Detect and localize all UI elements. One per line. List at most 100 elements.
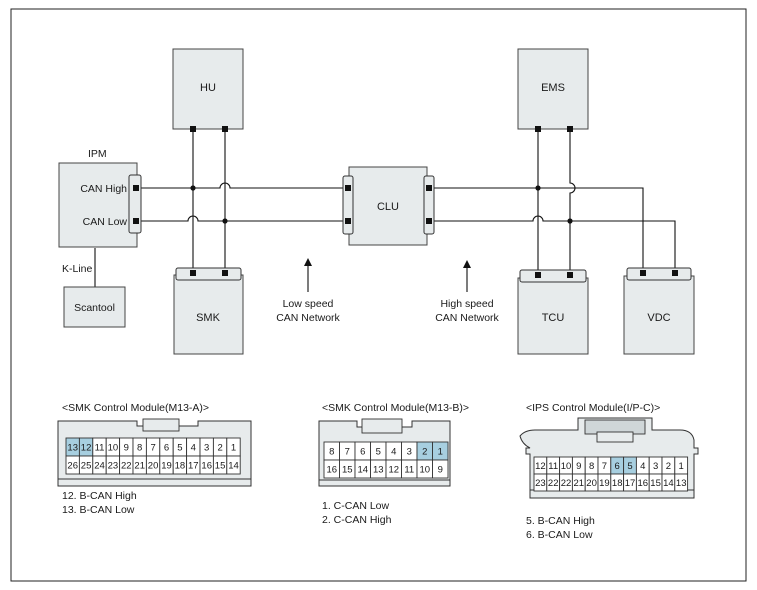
connector-pin-number: 20 xyxy=(148,461,159,472)
clu-pin xyxy=(345,185,351,191)
connector-pin-number: 17 xyxy=(188,461,199,472)
connector-pin-number: 11 xyxy=(404,465,414,476)
high-speed-arrow-head xyxy=(463,260,471,268)
connector-pin-number: 4 xyxy=(640,461,645,472)
connector-pin-number: 7 xyxy=(150,443,155,454)
vdc-pin xyxy=(640,270,646,276)
connector-m13b-note: 1. C-CAN Low xyxy=(322,500,390,512)
high-speed-can-high-wire xyxy=(432,187,644,270)
ems-module: EMS xyxy=(517,48,589,132)
connector-pin-number: 6 xyxy=(164,443,169,454)
connector-pin-number: 1 xyxy=(679,461,684,472)
connector-pin-number: 22 xyxy=(548,478,559,489)
low-speed-annotation: Low speed CAN Network xyxy=(276,258,341,324)
connector-pin-number: 21 xyxy=(574,478,585,489)
connector-pin-number: 9 xyxy=(438,465,443,476)
junction-dot xyxy=(190,185,196,191)
connector-pin-number: 16 xyxy=(201,461,212,472)
junction-dot xyxy=(567,218,573,224)
connector-m13b-note: 2. C-CAN High xyxy=(322,514,392,526)
ipm-can-high-label: CAN High xyxy=(80,183,127,195)
ipm-pin-can-low xyxy=(133,218,139,224)
ipm-module: IPM CAN High CAN Low xyxy=(58,148,142,248)
connector-pin-number: 1 xyxy=(231,443,236,454)
hu-pin xyxy=(190,126,196,132)
clu-right-connector xyxy=(423,175,435,235)
connector-pin-number: 10 xyxy=(419,465,430,476)
hu-pin xyxy=(222,126,228,132)
tcu-module-label: TCU xyxy=(542,312,565,324)
ems-pin xyxy=(535,126,541,132)
connector-pin-number: 10 xyxy=(561,461,572,472)
smk-connector xyxy=(175,267,242,281)
k-line-label: K-Line xyxy=(62,263,93,275)
hu-module: HU xyxy=(172,48,244,132)
connector-pin-number: 8 xyxy=(137,443,142,454)
vdc-module-label: VDC xyxy=(647,312,670,324)
ems-module-label: EMS xyxy=(541,82,565,94)
diagram-frame xyxy=(10,8,747,582)
high-speed-can-low-wire xyxy=(432,215,676,270)
connector-m13b-latch xyxy=(361,418,403,434)
connector-pin-number: 7 xyxy=(602,461,607,472)
connector-pin-number: 20 xyxy=(586,478,597,489)
connector-pin-number: 17 xyxy=(625,478,636,489)
connector-pin-number: 13 xyxy=(676,478,687,489)
low-speed-can-low-wire xyxy=(136,215,344,222)
connector-pin-number: 3 xyxy=(653,461,658,472)
connector-pin-number: 2 xyxy=(422,447,427,458)
connector-pin-number: 8 xyxy=(329,447,334,458)
ems-tcu-wire-b xyxy=(569,131,576,272)
connector-pin-number: 3 xyxy=(204,443,209,454)
connector-pin-number: 15 xyxy=(650,478,661,489)
connector-pin-number: 16 xyxy=(638,478,649,489)
connector-pin-number: 15 xyxy=(342,465,353,476)
connector-pin-number: 26 xyxy=(67,461,78,472)
connector-m13a-latch xyxy=(142,418,180,432)
connector-pin-number: 5 xyxy=(177,443,182,454)
connector-ipc-note: 5. B-CAN High xyxy=(526,515,595,527)
connector-pin-number: 10 xyxy=(108,443,119,454)
connector-pin-number: 4 xyxy=(391,447,396,458)
smk-module-label: SMK xyxy=(196,312,221,324)
connector-pin-number: 18 xyxy=(612,478,623,489)
scantool-module: Scantool xyxy=(63,286,126,328)
connector-pin-number: 1 xyxy=(438,447,443,458)
hu-module-label: HU xyxy=(200,82,216,94)
connector-ipc-latch-tab xyxy=(596,431,634,443)
connector-ipc-note: 6. B-CAN Low xyxy=(526,529,593,541)
connector-pin-number: 13 xyxy=(373,465,384,476)
ipm-module-label: IPM xyxy=(88,148,107,160)
connector-pin-number: 25 xyxy=(81,461,92,472)
low-speed-label-line1: Low speed xyxy=(283,298,334,310)
smk-module: SMK xyxy=(173,267,244,355)
connector-pin-number: 16 xyxy=(326,465,337,476)
scantool-label: Scantool xyxy=(74,302,115,314)
connector-pin-number: 3 xyxy=(407,447,412,458)
junction-dot xyxy=(222,218,228,224)
connector-pin-number: 23 xyxy=(108,461,119,472)
connector-pin-number: 12 xyxy=(388,465,399,476)
junction-dot xyxy=(535,185,541,191)
connector-m13b-title: <SMK Control Module(M13-B)> xyxy=(322,402,469,414)
connector-pin-number: 13 xyxy=(67,443,78,454)
scantool-box xyxy=(63,286,126,328)
connector-pin-number: 15 xyxy=(215,461,226,472)
connector-pin-number: 6 xyxy=(360,447,365,458)
connector-pin-cell xyxy=(674,473,689,492)
low-speed-can-high-wire xyxy=(136,182,344,189)
connector-pin-number: 12 xyxy=(81,443,92,454)
connector-pin-number: 18 xyxy=(175,461,186,472)
clu-module: CLU xyxy=(342,166,435,246)
connector-pin-number: 2 xyxy=(666,461,671,472)
clu-pin xyxy=(345,218,351,224)
connector-pin-number: 5 xyxy=(376,447,381,458)
low-speed-arrow-head xyxy=(304,258,312,266)
connector-pin-number: 9 xyxy=(576,461,581,472)
connector-pin-number: 14 xyxy=(663,478,674,489)
vdc-pin xyxy=(672,270,678,276)
connector-pin-number: 5 xyxy=(627,461,632,472)
